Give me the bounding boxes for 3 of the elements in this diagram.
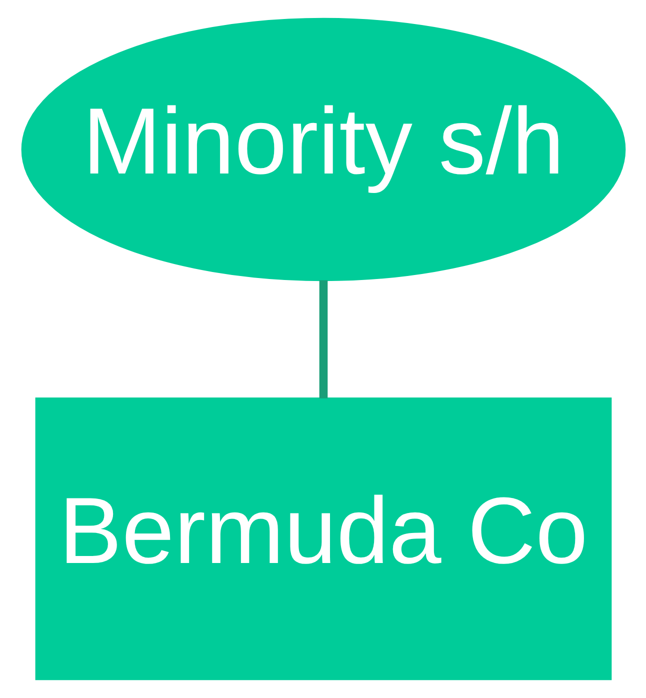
node-ellipse: Minority s/h <box>20 18 626 282</box>
connector <box>318 280 328 398</box>
node-box: Bermuda Co <box>34 398 612 680</box>
